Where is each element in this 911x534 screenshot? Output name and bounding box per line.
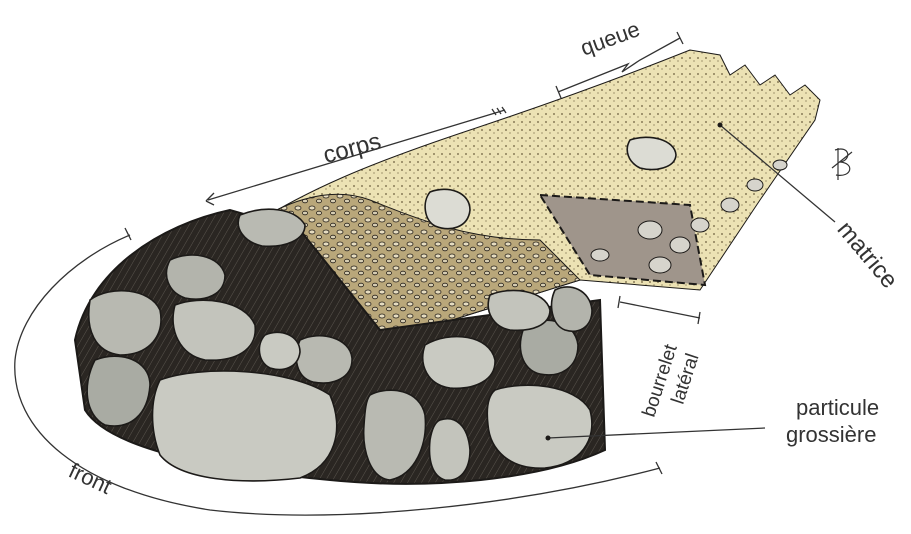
label-matrice: matrice <box>832 216 903 294</box>
boulder <box>259 332 300 369</box>
boulder <box>296 336 352 383</box>
particule-point <box>546 436 551 441</box>
label-corps: corps <box>320 128 384 169</box>
matrice-point <box>718 123 723 128</box>
pebble <box>691 218 709 232</box>
pebble <box>638 221 662 239</box>
levee-arrow <box>620 302 700 318</box>
boulder <box>552 287 592 331</box>
pebble <box>670 237 690 253</box>
boulder <box>487 385 592 468</box>
label-particule: particule <box>796 395 879 420</box>
boulder <box>238 209 305 246</box>
boulder <box>89 291 161 355</box>
label-queue: queue <box>577 16 643 60</box>
label-front: front <box>65 458 115 499</box>
boulder <box>153 371 337 481</box>
pebble <box>591 249 609 261</box>
signature-mark <box>832 148 852 180</box>
pebble <box>773 160 787 170</box>
boulder <box>166 255 225 299</box>
label-grossiere: grossière <box>786 422 876 447</box>
pebble <box>747 179 763 191</box>
pebble <box>649 257 671 273</box>
pebble <box>721 198 739 212</box>
boulder <box>425 189 470 228</box>
boulder <box>423 337 495 389</box>
boulder <box>488 290 550 330</box>
boulder <box>430 419 470 480</box>
